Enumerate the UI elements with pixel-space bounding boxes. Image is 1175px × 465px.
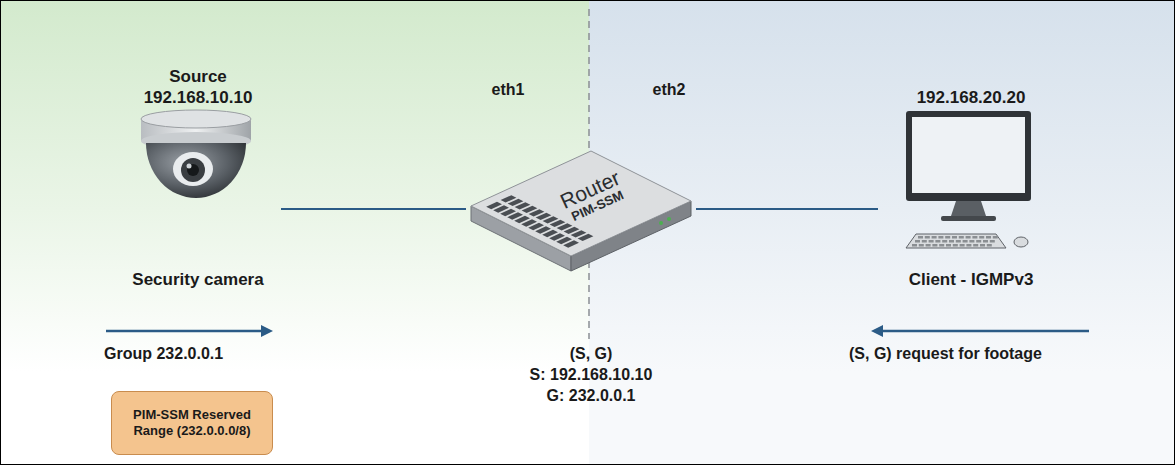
network-link bbox=[281, 208, 466, 210]
camera-node: Source192.168.10.10Security camera bbox=[115, 67, 281, 292]
interface-label: eth2 bbox=[653, 81, 686, 99]
node-title: Source bbox=[115, 67, 281, 87]
node-title: PIM-SSM Reserved Range (232.0.0.0/8) bbox=[127, 407, 257, 438]
range-box: PIM-SSM Reserved Range (232.0.0.0/8) bbox=[111, 391, 273, 455]
source-address-label: S: 192.168.10.10 bbox=[530, 366, 653, 384]
client-computer-illustration bbox=[886, 106, 1056, 256]
router-label-plate: RouterPIM-SSM bbox=[557, 167, 629, 226]
node-text: Security camera bbox=[115, 270, 281, 290]
client-node: 192.168.20.20Client - IGMPv3 bbox=[878, 67, 1064, 292]
interface-label: eth1 bbox=[492, 81, 525, 99]
camera-illustration bbox=[123, 109, 273, 219]
network-link bbox=[696, 208, 878, 210]
node-text: 192.168.10.10 bbox=[115, 88, 281, 108]
node-title: 192.168.20.20 bbox=[878, 88, 1064, 108]
client-side-ground bbox=[589, 1, 1174, 464]
router-node: RouterPIM-SSM bbox=[466, 141, 696, 276]
group-address-label: G: 232.0.0.1 bbox=[547, 387, 636, 405]
request-label: (S, G) request for footage bbox=[849, 345, 1042, 363]
sg-label: (S, G) bbox=[570, 345, 613, 363]
node-text: Client - IGMPv3 bbox=[878, 270, 1064, 290]
group-label: Group 232.0.0.1 bbox=[104, 345, 223, 363]
